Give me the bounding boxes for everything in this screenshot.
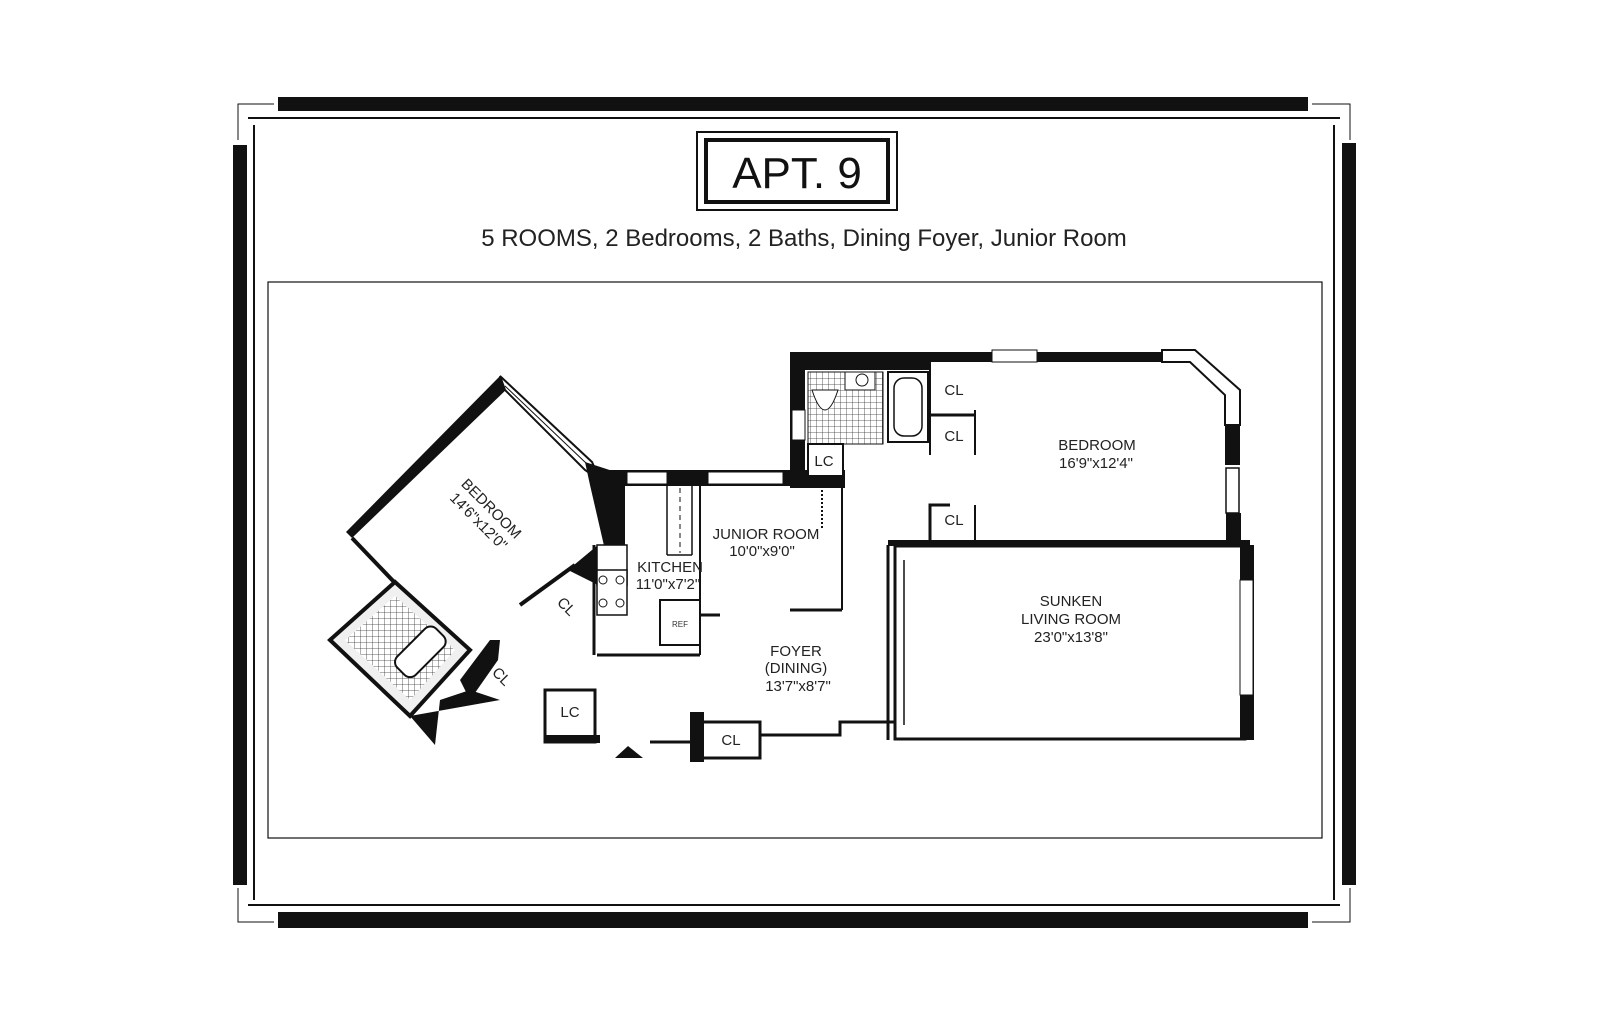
room-size: 13'7"x8'7" (765, 678, 831, 695)
room-junior: JUNIOR ROOM 10'0"x9'0" (713, 526, 820, 560)
closet-label: CL (553, 594, 579, 620)
room-foyer: FOYER (DINING) 13'7"x8'7" (765, 643, 831, 695)
title-box: APT. 9 (696, 131, 898, 211)
apartment-title: APT. 9 (732, 149, 862, 198)
plan-walls: REF (327, 349, 1254, 762)
room-living: SUNKEN LIVING ROOM 23'0"x13'8" (1021, 593, 1121, 646)
room-subname: (DINING) (765, 660, 828, 677)
room-name: BEDROOM (1058, 437, 1136, 454)
room-name-2: LIVING ROOM (1021, 611, 1121, 628)
room-kitchen: KITCHEN 11'0"x7'2" (636, 559, 703, 593)
linen-closet-label: LC (814, 453, 833, 470)
room-name: KITCHEN (637, 559, 703, 576)
room-size: 16'9"x12'4" (1059, 455, 1133, 472)
room-name: FOYER (770, 643, 822, 660)
apartment-summary: 5 ROOMS, 2 Bedrooms, 2 Baths, Dining Foy… (481, 225, 1127, 252)
room-size: 23'0"x13'8" (1034, 629, 1108, 646)
room-size: 10'0"x9'0" (729, 543, 795, 560)
closet-label: CL (944, 382, 963, 399)
room-bedroom-left: BEDROOM 14'6"x12'0" (446, 476, 524, 554)
decorative-frame (233, 97, 1356, 928)
linen-closet-label: LC (560, 704, 579, 721)
closet-label: CL (944, 428, 963, 445)
closet-label: CL (944, 512, 963, 529)
room-name: SUNKEN (1040, 593, 1103, 610)
room-name: JUNIOR ROOM (713, 526, 820, 543)
room-bedroom-right: BEDROOM 16'9"x12'4" (1058, 437, 1136, 472)
refrigerator-label: REF (672, 620, 688, 629)
closet-label: CL (721, 732, 740, 749)
room-size: 11'0"x7'2" (636, 576, 700, 593)
